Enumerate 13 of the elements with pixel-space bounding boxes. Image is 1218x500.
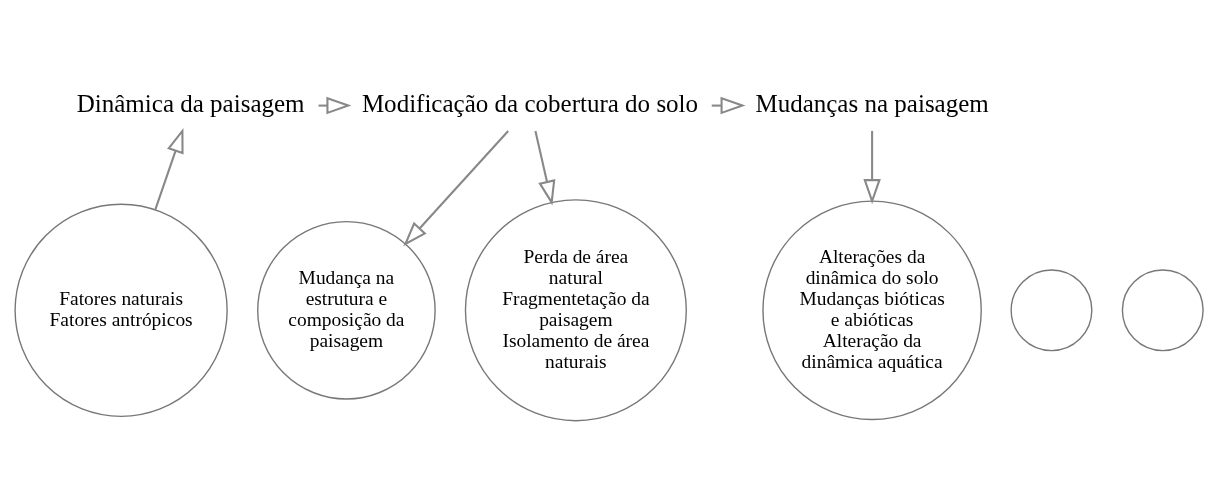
- node-circle: [1010, 268, 1093, 351]
- arrow: [154, 127, 184, 210]
- arrow: [403, 129, 509, 246]
- node-text: Mudanças na paisagem: [755, 89, 989, 117]
- node-circle: Fatores naturais Fatores antrópicos: [14, 203, 228, 417]
- node-circle: Perda de área natural Fragmentetação da paisagem Isolamento de área naturais: [464, 198, 687, 421]
- node-text: Modificação da cobertura do solo: [361, 89, 699, 117]
- arrow: [711, 96, 746, 114]
- arrow: [863, 130, 881, 204]
- node-circle: [1121, 268, 1204, 351]
- arrow: [534, 130, 556, 205]
- node-circle: Alterações da dinâmica do solo Mudanças bióticas e abióticas Alteração da dinâmica aquática: [762, 199, 982, 420]
- node-text: Dinâmica da paisagem: [76, 89, 305, 117]
